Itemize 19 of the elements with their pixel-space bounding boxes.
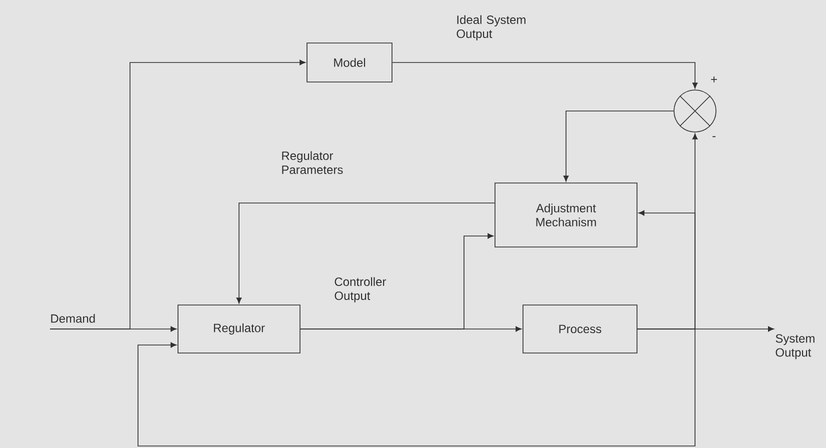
arrow — [563, 110, 674, 182]
block-box: Model — [306, 42, 392, 82]
block-box: Adjustment Mechanism — [494, 182, 638, 248]
block-box: Process — [522, 304, 638, 354]
arrow — [138, 328, 696, 446]
arrow — [236, 202, 495, 304]
edge-label: Controller Output — [334, 277, 386, 302]
block-box: Regulator — [178, 304, 300, 354]
edge-label: Ideal System Output — [456, 15, 526, 40]
arrow — [392, 62, 698, 89]
summing-junction — [674, 90, 716, 132]
signal-label: System Output — [776, 334, 814, 360]
edge-label: Regulator Parameters — [282, 151, 343, 174]
arrow — [300, 233, 494, 330]
signal-label: Demand — [51, 314, 95, 323]
arrow — [637, 210, 696, 330]
arrow — [50, 326, 177, 332]
sign-label: - — [712, 136, 716, 138]
sign-label: + — [711, 76, 717, 82]
